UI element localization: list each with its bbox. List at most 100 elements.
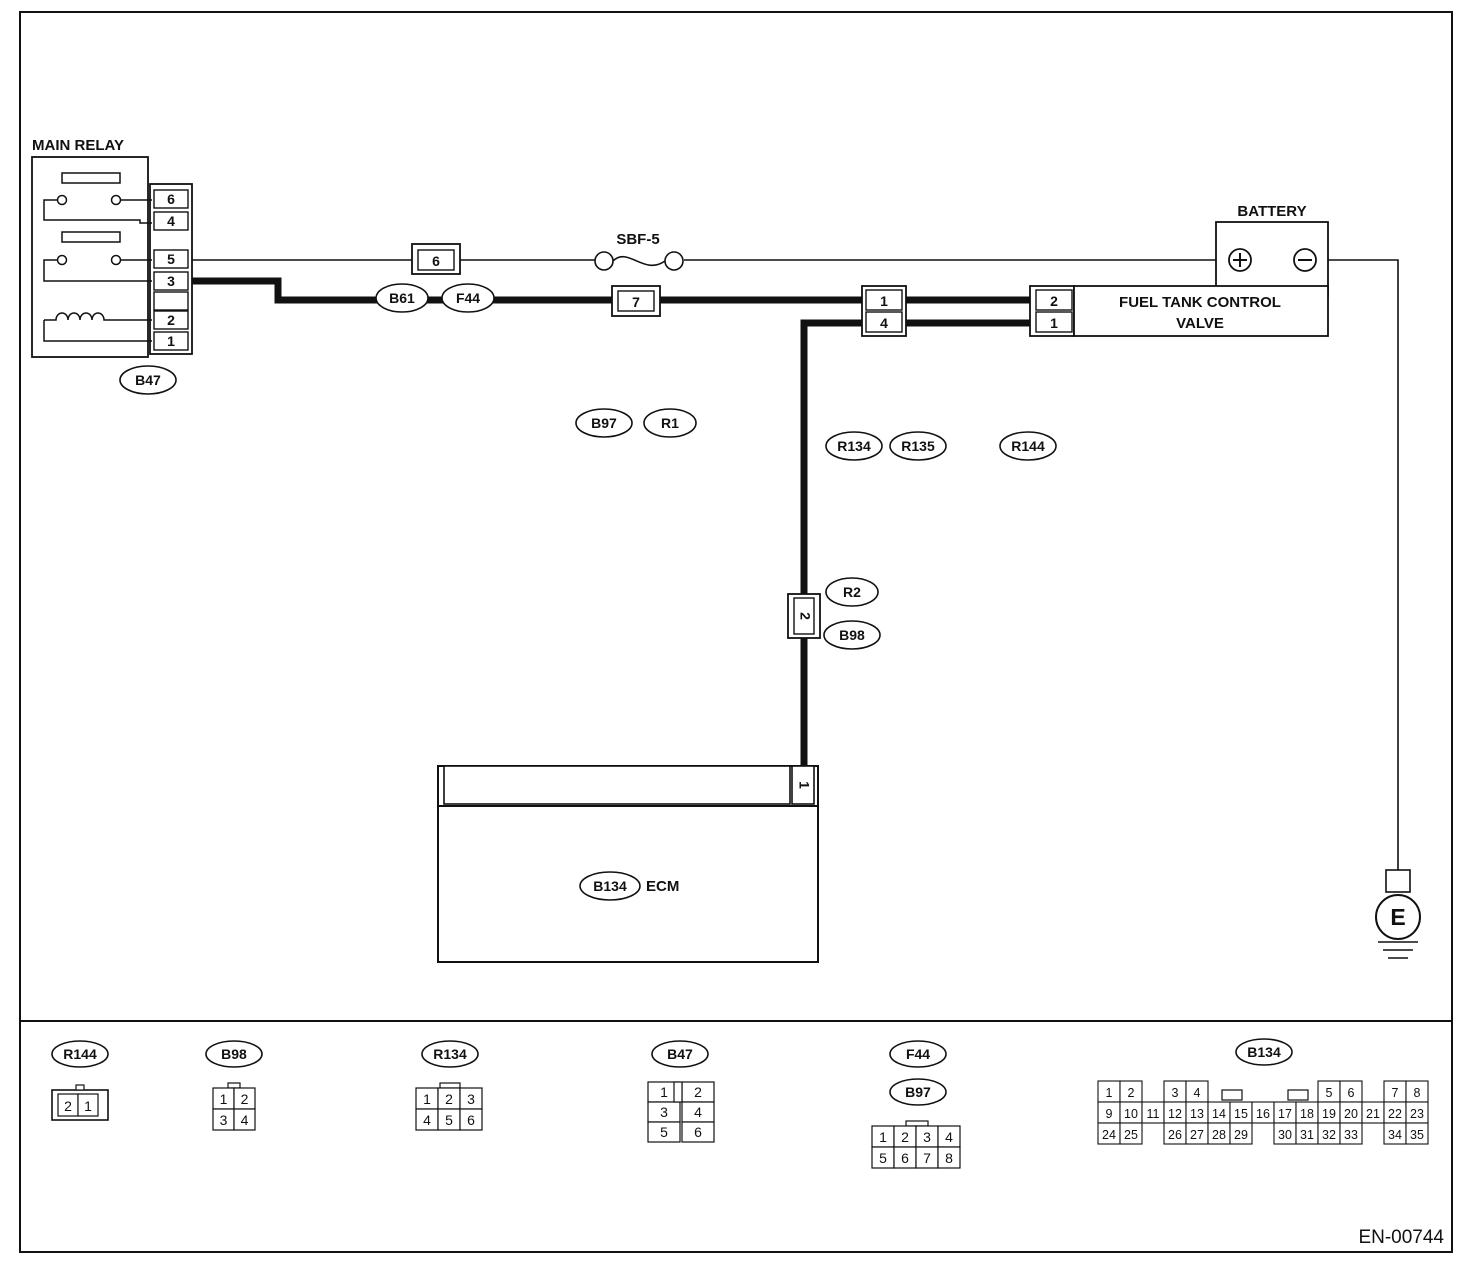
legend-r134-pin: 2 [445, 1091, 453, 1107]
legend-b134-cell [1119, 1122, 1143, 1145]
legend-b134-pin: 12 [1168, 1107, 1182, 1121]
legend-r144-pin: 1 [84, 1098, 92, 1114]
svg-text:R1: R1 [661, 415, 679, 431]
wire-r134-r2 [800, 319, 864, 598]
legend-b134-pin: 19 [1322, 1107, 1336, 1121]
legend-f44-oval [889, 1040, 947, 1068]
legend-b98-oval [205, 1040, 263, 1068]
legend-b98-pin: 1 [220, 1091, 228, 1107]
svg-text:R135: R135 [901, 438, 935, 454]
legend-b134-pin: 8 [1414, 1086, 1421, 1100]
r144-connector-oval: R144 [999, 431, 1057, 461]
legend-b97-oval-label: B97 [905, 1084, 931, 1100]
svg-text:7: 7 [632, 294, 640, 310]
legend-b134-pin: 2 [1128, 1086, 1135, 1100]
svg-text:B61: B61 [389, 290, 415, 306]
relay-switch-upper [43, 172, 152, 224]
diagram-code: EN-00744 [1358, 1227, 1444, 1248]
legend-r144-cell [77, 1093, 99, 1117]
legend-r134-pin: 1 [423, 1091, 431, 1107]
main-relay-label: MAIN RELAY [32, 137, 124, 154]
legend-b47-oval-label: B47 [667, 1046, 693, 1062]
legend-b47-left-pin: 1 [660, 1084, 668, 1100]
legend-b134-cell [1229, 1122, 1253, 1145]
legend-f44-b97-pin: 6 [901, 1150, 909, 1166]
legend-b134-pin: 9 [1106, 1107, 1113, 1121]
legend-r144-pin: 2 [64, 1098, 72, 1114]
legend-f44-b97-pin: 7 [923, 1150, 931, 1166]
b47-connector-oval: B47 [119, 365, 177, 395]
legend-b134-pin: 14 [1212, 1107, 1226, 1121]
legend-b134-pin: 10 [1124, 1107, 1138, 1121]
relay-pin-cell [153, 189, 189, 209]
relay-pin-label: 4 [167, 213, 175, 229]
legend-b134-pin: 20 [1344, 1107, 1358, 1121]
legend-b134-oval-label: B134 [1247, 1044, 1281, 1060]
legend-b98-cell [233, 1108, 256, 1131]
legend-b134-pin: 7 [1392, 1086, 1399, 1100]
legend-b97-oval [889, 1078, 947, 1106]
legend-b134-pin: 17 [1278, 1107, 1292, 1121]
legend-f44-b97-pin: 2 [901, 1129, 909, 1145]
r134-connector-oval: R134 [825, 431, 883, 461]
relay-connector-housing [149, 183, 193, 355]
r134-r135-connector: 1 4 [861, 285, 907, 337]
legend-f44-b97-pin: 3 [923, 1129, 931, 1145]
legend-b47-right-pin: 2 [694, 1084, 702, 1100]
main-relay-body [31, 156, 149, 358]
ground-symbol: E [1375, 869, 1421, 959]
svg-text:4: 4 [880, 315, 888, 331]
r2-connector-oval: R2 [825, 577, 879, 607]
legend-b134-pin: 30 [1278, 1128, 1292, 1142]
svg-text:R134: R134 [837, 438, 871, 454]
legend-b134-pin: 3 [1172, 1086, 1179, 1100]
legend-r134-oval-label: R134 [433, 1046, 467, 1062]
legend-r144-oval-label: R144 [63, 1046, 97, 1062]
legend-b47-right-cell [681, 1121, 715, 1143]
svg-text:B98: B98 [839, 627, 865, 643]
b97-connector-oval: B97 [575, 408, 633, 438]
legend-r134-oval [421, 1040, 479, 1068]
legend-b134-pin: 32 [1322, 1128, 1336, 1142]
legend-r134-pin: 3 [467, 1091, 475, 1107]
svg-text:6: 6 [432, 253, 440, 269]
legend-b134-pin: 29 [1234, 1128, 1248, 1142]
legend-b134-pin: 4 [1194, 1086, 1201, 1100]
svg-text:B47: B47 [135, 372, 161, 388]
b97-r1-connector: 7 [611, 285, 661, 317]
svg-text:F44: F44 [456, 290, 480, 306]
svg-text:B134: B134 [593, 878, 627, 894]
legend-b47-oval [651, 1040, 709, 1068]
r1-connector-oval: R1 [643, 408, 697, 438]
r2-b98-connector: 2 [787, 593, 821, 639]
legend-b98-oval-label: B98 [221, 1046, 247, 1062]
svg-text:R144: R144 [1011, 438, 1045, 454]
legend-b134-pin: 22 [1388, 1107, 1402, 1121]
svg-text:1: 1 [1050, 315, 1058, 331]
relay-pin-label: 3 [167, 273, 175, 289]
legend-b134-pin: 28 [1212, 1128, 1226, 1142]
legend-f44-oval-label: F44 [906, 1046, 930, 1062]
relay-pin-label: 2 [167, 312, 175, 328]
fuel-tank-control-valve: 2 1 FUEL TANK CONTROL VALVE [1029, 285, 1329, 337]
ecm-label: ECM [646, 878, 679, 895]
r135-connector-oval: R135 [889, 431, 947, 461]
battery-label: BATTERY [1237, 203, 1306, 220]
legend-b134-pin: 16 [1256, 1107, 1270, 1121]
legend-b134-pin: 11 [1147, 1107, 1160, 1121]
legend-b134-pin: 35 [1410, 1128, 1424, 1142]
legend-b47-left-pin: 5 [660, 1124, 668, 1140]
legend-f44-b97-pin: 5 [879, 1150, 887, 1166]
legend-b47-left-pin: 3 [660, 1104, 668, 1120]
legend-b134-cell [1405, 1122, 1429, 1145]
b98-connector-oval: B98 [823, 620, 881, 650]
legend-f44-b97-pin: 4 [945, 1129, 953, 1145]
valve-label-line1: FUEL TANK CONTROL [1119, 294, 1281, 311]
legend-b134-pin: 24 [1102, 1128, 1116, 1142]
svg-text:B97: B97 [591, 415, 617, 431]
legend-b134-pin: 33 [1344, 1128, 1358, 1142]
relay-pin-cell [153, 291, 189, 311]
